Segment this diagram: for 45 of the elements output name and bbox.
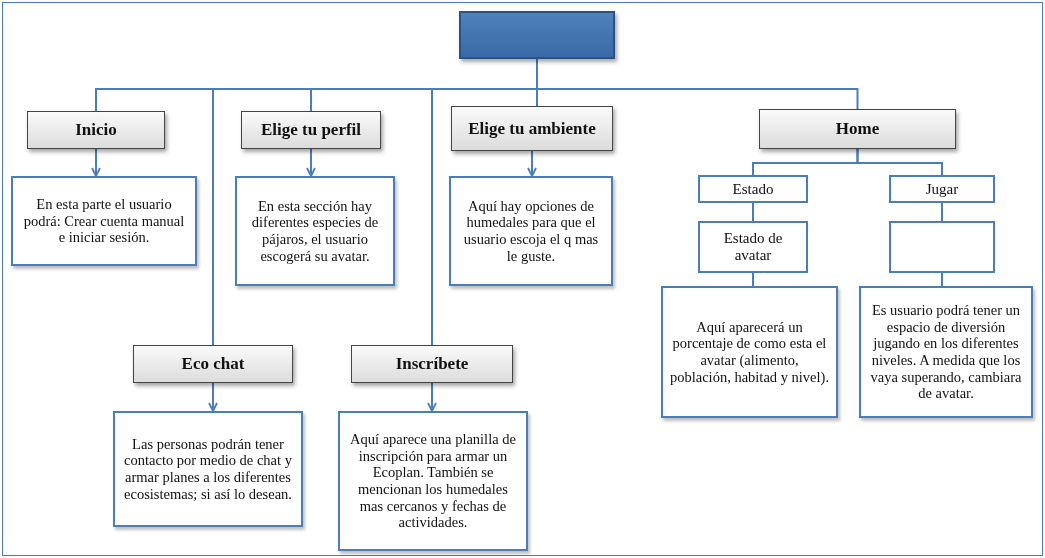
subsection-box [889, 221, 995, 273]
arrow [427, 382, 437, 412]
description-text: Es usuario podrá tener un espacio de diversión jugando en los diferentes niveles. A medida que los vaya superando, cambiara de avatar. [869, 302, 1023, 402]
section-title: Jugar [925, 180, 959, 198]
description-text: En esta parte el usuario podrá: Crear cuenta manual e iniciar sesión. [22, 196, 186, 246]
section-title: Elige tu ambiente [468, 118, 596, 139]
connector-line [941, 272, 943, 287]
description-box [235, 176, 395, 286]
section-box [451, 106, 613, 151]
section-title: Home [835, 119, 880, 139]
arrow [306, 148, 316, 177]
connector-line [536, 58, 859, 110]
connector-line [941, 202, 943, 222]
subsection-box [698, 221, 808, 273]
section-box [241, 111, 381, 149]
section-box [759, 109, 956, 149]
description-box [11, 176, 197, 266]
subsection-box [698, 175, 808, 203]
description-box [449, 176, 613, 286]
description-text: Aquí hay opciones de humedales para que el usuario escoja el q mas le guste. [462, 197, 600, 265]
section-box [133, 345, 293, 383]
title-box [459, 11, 615, 59]
section-title: Estado [732, 180, 774, 198]
arrow [208, 382, 218, 412]
connector-line [856, 148, 943, 176]
section-title: Estado de avatar [722, 230, 784, 264]
arrow [91, 148, 101, 177]
section-title: Eco chat [181, 354, 245, 374]
description-box [661, 286, 838, 418]
description-box [113, 411, 303, 527]
arrow [527, 150, 537, 177]
subsection-box [889, 175, 995, 203]
description-box [859, 286, 1033, 418]
section-title: Inscríbete [395, 354, 469, 374]
section-title: Elige tu perfil [260, 120, 362, 140]
description-box [338, 411, 528, 551]
description-text: En esta sección hay diferentes especies de pájaros, el usuario escogerá su avatar. [250, 197, 380, 265]
section-box [351, 345, 513, 383]
connector-line [752, 202, 754, 222]
section-box [27, 111, 165, 149]
section-title: Inicio [75, 120, 117, 140]
description-text: Las personas podrán tener contacto por medio de chat y armar planes a los diferentes ecosistemas; si así lo desean. [123, 435, 293, 503]
description-text: Aquí aparecerá un porcentaje de como esta el avatar (alimento, población, habitad y nivel). [669, 318, 830, 386]
description-text: Aquí aparece una planilla de inscripción para armar un Ecoplan. También se mencionan los humedales mas cercanos y fechas de actividades. [349, 431, 517, 531]
connector-line [752, 272, 754, 287]
